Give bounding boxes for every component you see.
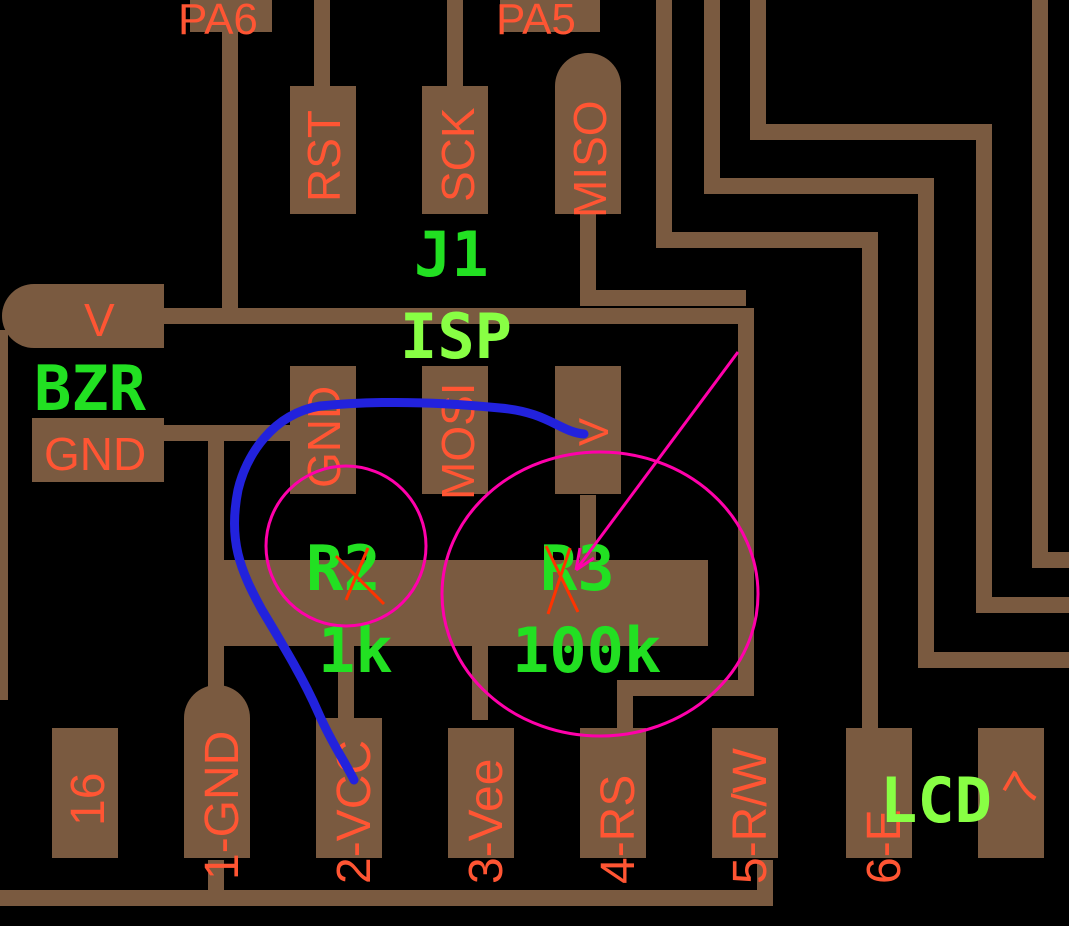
pad-bzr-gnd <box>32 418 164 482</box>
trace-right-1 <box>656 0 878 740</box>
pad-mosi <box>422 366 488 494</box>
label-bzr-v: V <box>84 294 115 346</box>
pad-pa6 <box>190 0 272 32</box>
lcd-pads <box>52 685 1044 858</box>
buzzer-pads <box>2 284 164 482</box>
pad-gnd <box>290 366 356 494</box>
pad-lcd-1 <box>184 685 250 858</box>
value-r3: 100k <box>512 614 661 687</box>
label-lcd-2: 2-VCC <box>328 740 381 884</box>
pad-rst <box>290 86 356 214</box>
label-rst: RST <box>298 110 350 202</box>
label-lcd-3: 3-Vee <box>460 759 513 884</box>
pad-miso <box>555 53 621 214</box>
r3-cross-mark <box>544 545 580 615</box>
label-miso: MISO <box>564 100 616 218</box>
label-lcd-4: 4-RS <box>592 775 645 884</box>
pad-lcd-4 <box>580 728 646 858</box>
label-bzr-gnd: GND <box>44 428 146 480</box>
designator-bzr: BZR <box>34 352 147 425</box>
pad-lcd-5 <box>712 728 778 858</box>
designator-isp: ISP <box>400 300 512 373</box>
blue-jumper-wire <box>229 397 589 785</box>
label-lcd-1: 1-GND <box>196 731 249 880</box>
copper-traces <box>0 0 1069 906</box>
pad-lcd-3 <box>448 728 514 858</box>
trace-right-2 <box>704 0 1069 668</box>
pad-lcd-2 <box>316 718 382 858</box>
label-pa6: PA6 <box>178 0 258 44</box>
annotations <box>229 351 760 785</box>
pad-lcd-6 <box>846 728 912 858</box>
label-pa5: PA5 <box>496 0 576 44</box>
label-lcd-6: 6-E <box>858 809 911 884</box>
pointer-arrowhead <box>574 547 595 572</box>
trace-right-3 <box>750 0 1069 613</box>
r2-highlight-circle <box>264 464 428 628</box>
r3-highlight-circle <box>440 450 760 738</box>
trace-miso <box>580 210 746 306</box>
trace-right-4 <box>1032 0 1069 568</box>
label-lcd-5: 5-R/W <box>724 747 777 884</box>
isp-pads <box>190 0 621 494</box>
designator-lcd: LCD <box>880 764 992 837</box>
pad-lcd-16 <box>52 728 118 858</box>
pad-lcd-7 <box>978 728 1044 858</box>
pad-bzr-v <box>2 284 164 348</box>
designator-j1: J1 <box>414 218 489 291</box>
designator-r2: R2 <box>306 532 381 605</box>
trace-v-rail <box>160 308 754 740</box>
label-lcd-16: 16 <box>62 773 115 826</box>
pad-pa5 <box>500 0 600 32</box>
trace-bottom-rail <box>0 860 773 906</box>
r2-cross-mark <box>334 547 386 606</box>
pad-sck <box>422 86 488 214</box>
label-sck: SCK <box>432 107 484 202</box>
pointer-arrow <box>574 351 740 571</box>
